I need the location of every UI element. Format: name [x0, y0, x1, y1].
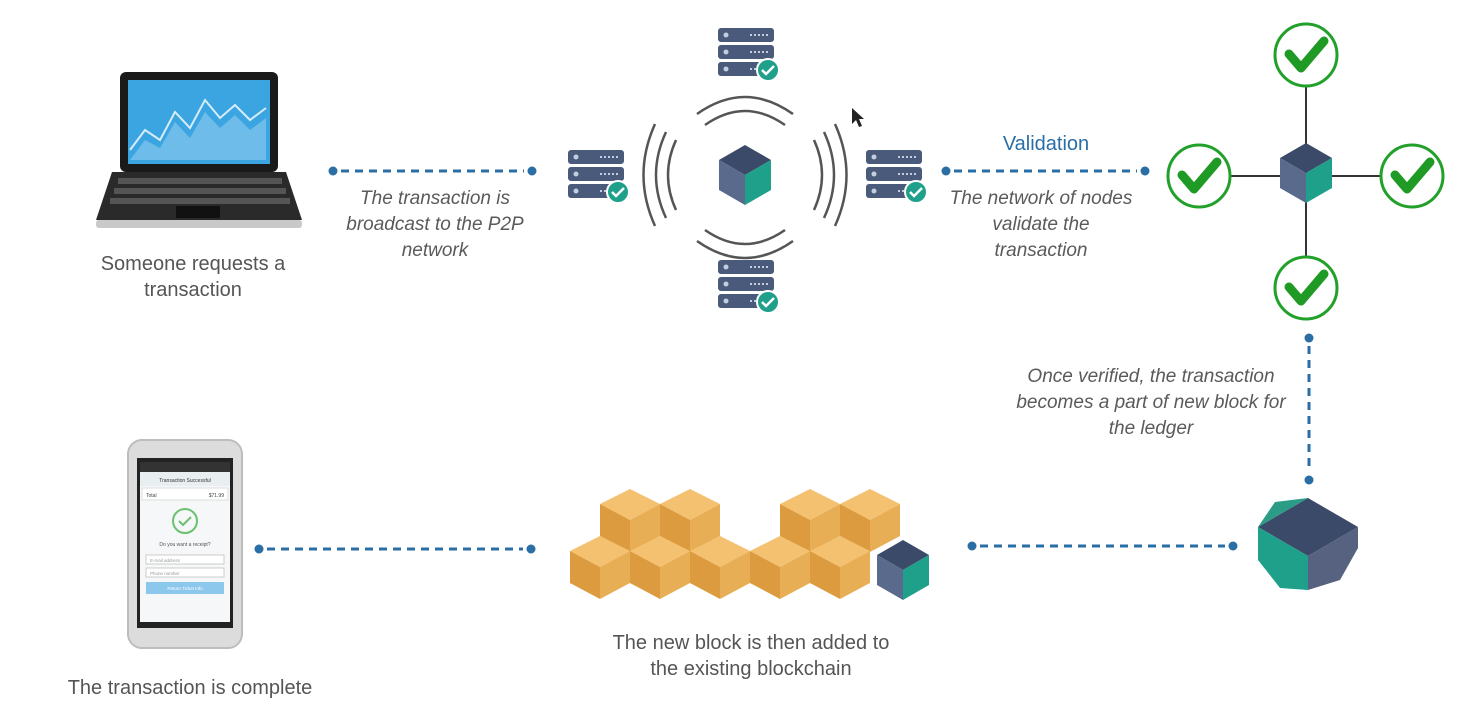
check-circle-icon [1275, 257, 1337, 319]
connector-broadcast [328, 166, 537, 176]
server-icon [718, 260, 779, 313]
p2p-network [568, 28, 927, 313]
server-icon [718, 28, 779, 81]
blockchain-icon [570, 489, 929, 600]
check-circle-icon [1275, 24, 1337, 86]
request-label-2: transaction [144, 279, 242, 301]
broadcast-label: The transaction is broadcast to the P2P … [346, 188, 524, 261]
cube-icon [719, 145, 771, 205]
laptop-icon [96, 72, 302, 228]
cube-icon [1280, 143, 1332, 203]
phone-header: Transaction Successful [159, 478, 211, 484]
phone-icon: Transaction Successful Total $71.99 Do y… [127, 439, 243, 649]
request-label: Someone requests a [101, 253, 286, 275]
validation-label: The network of nodes validate the transa… [949, 188, 1133, 261]
phone-question: Do you want a receipt? [159, 542, 210, 548]
phone-button: Return Ticket Info [167, 586, 203, 591]
phone-field-1: E-mail address [150, 558, 181, 563]
connector-complete [254, 544, 536, 554]
verified-label: Once verified, the transaction becomes a… [1016, 366, 1286, 439]
new-block-icon [1258, 498, 1358, 590]
server-icon [568, 150, 629, 203]
connector-validation [941, 166, 1150, 176]
connector-verified [1304, 333, 1314, 485]
complete-label: The transaction is complete [67, 677, 313, 699]
phone-row-left: Total [146, 493, 157, 499]
validation-title: Validation [1002, 133, 1090, 155]
check-circle-icon [172, 508, 198, 534]
cursor-icon [852, 108, 864, 127]
check-circle-icon [1168, 145, 1230, 207]
added-label: The new block is then added to the exist… [612, 632, 890, 680]
server-icon [866, 150, 927, 203]
connector-add-block [967, 541, 1238, 551]
validation-network [1168, 24, 1443, 319]
phone-row-right: $71.99 [209, 493, 225, 499]
phone-field-2: Phone number [150, 571, 180, 576]
check-circle-icon [1381, 145, 1443, 207]
cube-icon [877, 540, 929, 600]
